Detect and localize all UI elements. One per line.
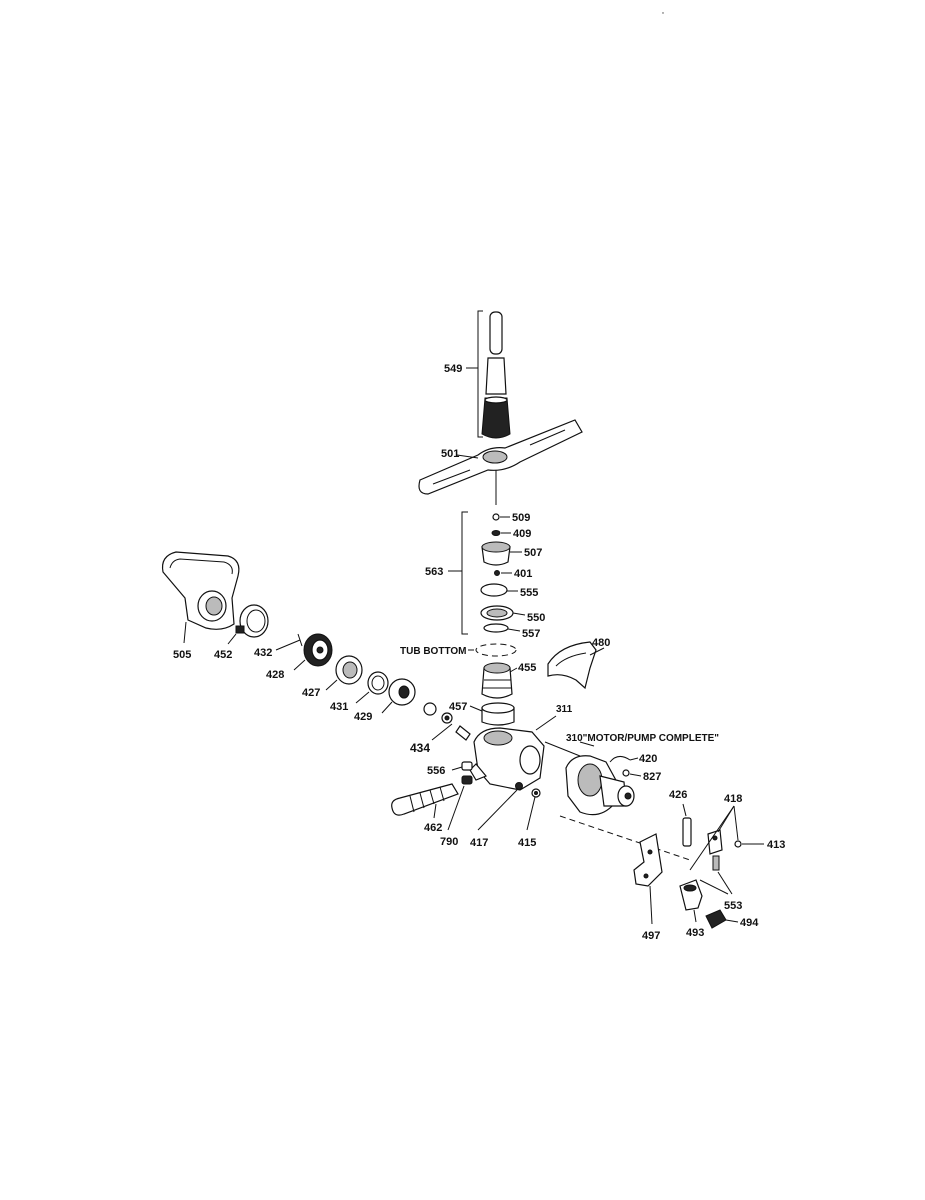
label-434: 434 xyxy=(410,741,430,755)
part-493-motor-mount xyxy=(679,879,703,923)
label-420: 420 xyxy=(639,753,657,765)
scan-speck xyxy=(662,12,664,14)
part-413-screw xyxy=(734,840,764,848)
label-509: 509 xyxy=(512,512,530,524)
part-426-pin xyxy=(682,803,692,847)
part-457-collar xyxy=(469,702,515,726)
part-427-plate xyxy=(325,655,363,691)
label-415: 415 xyxy=(518,837,536,849)
label-507: 507 xyxy=(524,547,542,559)
label-428: 428 xyxy=(266,669,284,681)
tub-bottom-ring xyxy=(468,643,517,657)
part-455-sump-collar xyxy=(481,662,518,699)
part-311-pump-housing xyxy=(469,715,557,791)
part-563-assembly-bracket xyxy=(448,511,468,635)
part-827-clip xyxy=(622,769,642,777)
part-549-tube-assembly xyxy=(466,310,511,439)
label-413: 413 xyxy=(767,839,785,851)
label-555: 555 xyxy=(520,587,538,599)
label-790: 790 xyxy=(440,836,458,848)
part-507-hub xyxy=(481,541,522,566)
part-790-spring xyxy=(447,775,473,831)
part-452-hose-clamp xyxy=(227,604,269,645)
part-310-motor xyxy=(544,741,635,816)
part-462-auger xyxy=(391,783,459,819)
label-417: 417 xyxy=(470,837,488,849)
part-434-fittings xyxy=(423,702,471,741)
part-428-impeller xyxy=(293,633,333,671)
label-550: 550 xyxy=(527,612,545,624)
label-505: 505 xyxy=(173,649,191,661)
part-429-disc xyxy=(381,678,416,714)
label-557: 557 xyxy=(522,628,540,640)
label-457: 457 xyxy=(449,701,467,713)
label-497: 497 xyxy=(642,930,660,942)
label-tub-bottom: TUB BOTTOM xyxy=(400,646,466,657)
part-556-plug xyxy=(451,761,473,771)
label-563: 563 xyxy=(425,566,443,578)
part-550-seal xyxy=(480,605,526,621)
label-311: 311 xyxy=(556,704,573,715)
part-557-gasket xyxy=(483,623,521,633)
label-429: 429 xyxy=(354,711,372,723)
label-431: 431 xyxy=(330,701,348,713)
part-555-ring xyxy=(480,583,518,597)
label-480: 480 xyxy=(592,637,610,649)
part-432-shaft xyxy=(275,633,303,651)
label-462: 462 xyxy=(424,822,442,834)
label-553: 553 xyxy=(724,900,742,912)
label-426: 426 xyxy=(669,789,687,801)
part-509-screw xyxy=(492,513,510,521)
part-415-washer xyxy=(526,788,541,831)
alignment-dash-line xyxy=(559,815,691,861)
label-455: 455 xyxy=(518,662,536,674)
label-827: 827 xyxy=(643,771,661,783)
label-494: 494 xyxy=(740,917,759,929)
label-501: 501 xyxy=(441,448,459,460)
label-432: 432 xyxy=(254,647,272,659)
part-401-ball xyxy=(494,570,512,576)
label-310: 310"MOTOR/PUMP COMPLETE" xyxy=(566,733,719,744)
part-420-wire xyxy=(609,756,639,763)
part-431-ring xyxy=(355,671,389,704)
label-427: 427 xyxy=(302,687,320,699)
part-505-inlet-housing xyxy=(161,551,240,644)
part-501-spray-arm xyxy=(418,419,583,505)
label-493: 493 xyxy=(686,927,704,939)
part-418-bracket xyxy=(689,805,739,871)
part-497-mounting-bracket xyxy=(633,833,663,925)
part-494-clip xyxy=(705,909,739,929)
label-401: 401 xyxy=(514,568,532,580)
label-452: 452 xyxy=(214,649,232,661)
part-553-pointers xyxy=(699,871,733,895)
part-409-washer xyxy=(491,530,511,536)
part-480-duct xyxy=(547,641,605,690)
label-556: 556 xyxy=(427,765,445,777)
label-418: 418 xyxy=(724,793,742,805)
label-409: 409 xyxy=(513,528,531,540)
label-549: 549 xyxy=(444,363,462,375)
part-417-nut xyxy=(477,782,523,831)
